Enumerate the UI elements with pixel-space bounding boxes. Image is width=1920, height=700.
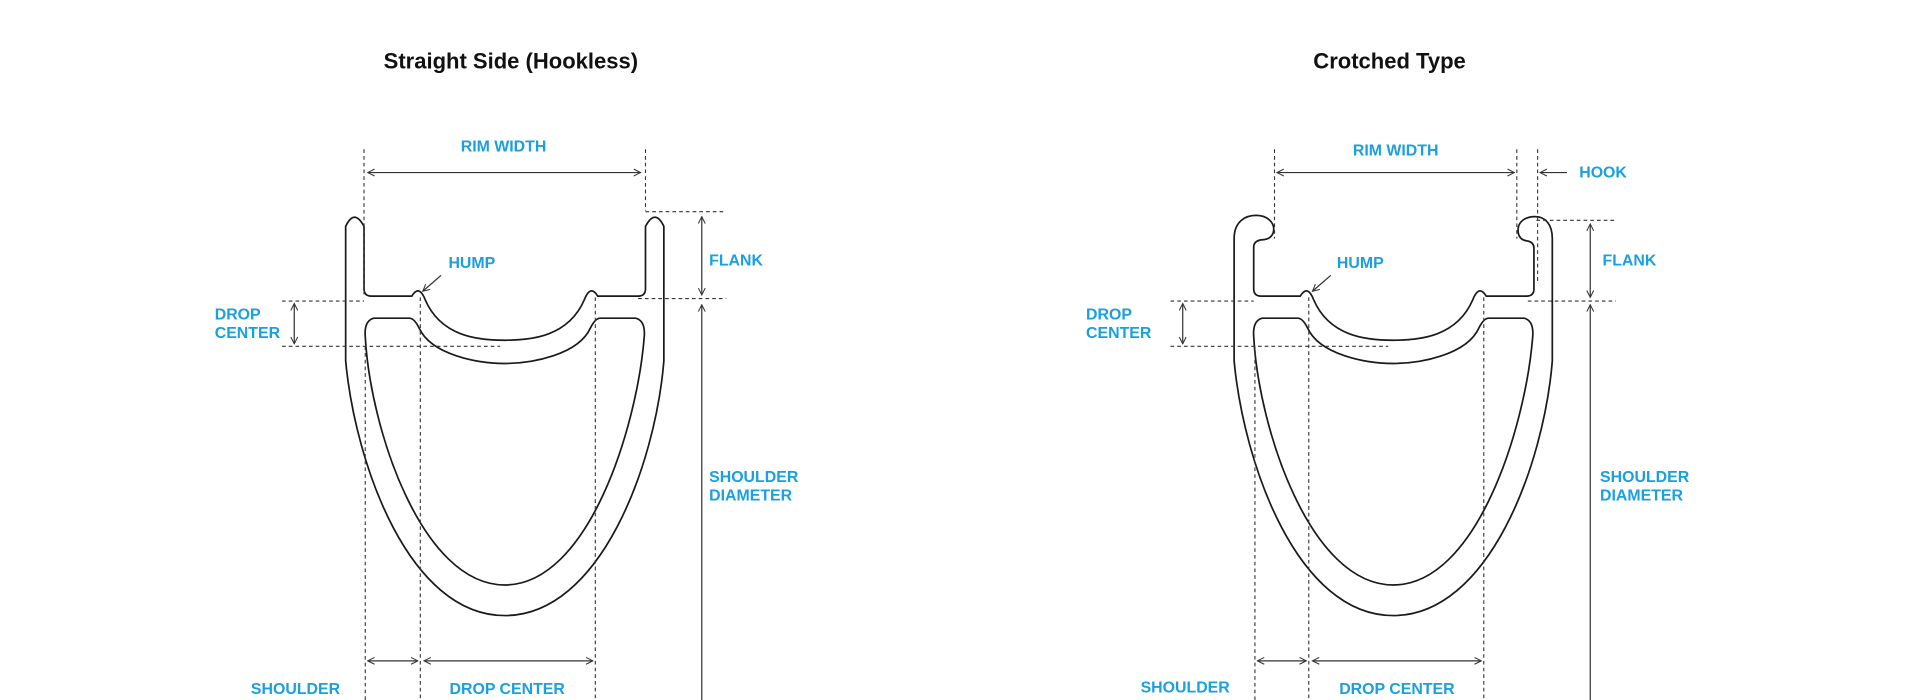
diagram-title: Straight Side (Hookless) [384,49,638,74]
drop-center-label-1: DROP [1086,306,1132,323]
rim-outer-profile [344,216,665,617]
shoulder-diameter-label-2: DIAMETER [709,488,793,505]
hook-label: HOOK [1579,164,1627,181]
rim-inner-cavity [364,317,646,586]
drop-center-label-2: CENTER [215,325,281,342]
shoulder-diameter-label-1: SHOULDER [1600,469,1690,486]
hump-label: HUMP [1337,255,1384,272]
shoulder-label: SHOULDER [1141,680,1231,697]
shoulder-label: SHOULDER [251,681,341,698]
drop-center-width-label: DROP CENTER [1339,681,1455,698]
shoulder-diameter-label-2: DIAMETER [1600,488,1684,505]
drop-center-label-1: DROP [215,306,261,323]
drop-center-label-2: CENTER [1086,325,1152,342]
straight-side-diagram: Straight Side (Hookless) RIM WIDTH FLANK… [215,49,799,700]
crotched-type-diagram: Crotched Type RIM WIDTH HOOK FLANK SHOUL… [1086,49,1690,700]
rim-outer-profile-hooked [1233,214,1554,617]
flank-label: FLANK [709,253,763,270]
rim-width-label: RIM WIDTH [1353,142,1439,159]
hump-pointer-arrow [1312,274,1332,291]
hump-label: HUMP [448,255,495,272]
diagram-title: Crotched Type [1313,49,1466,74]
rim-inner-cavity [1252,317,1534,586]
shoulder-diameter-label-1: SHOULDER [709,469,799,486]
rim-width-label: RIM WIDTH [461,139,547,156]
drop-center-width-label: DROP CENTER [450,681,566,698]
flank-label: FLANK [1602,253,1656,270]
hump-pointer-arrow [423,274,442,291]
